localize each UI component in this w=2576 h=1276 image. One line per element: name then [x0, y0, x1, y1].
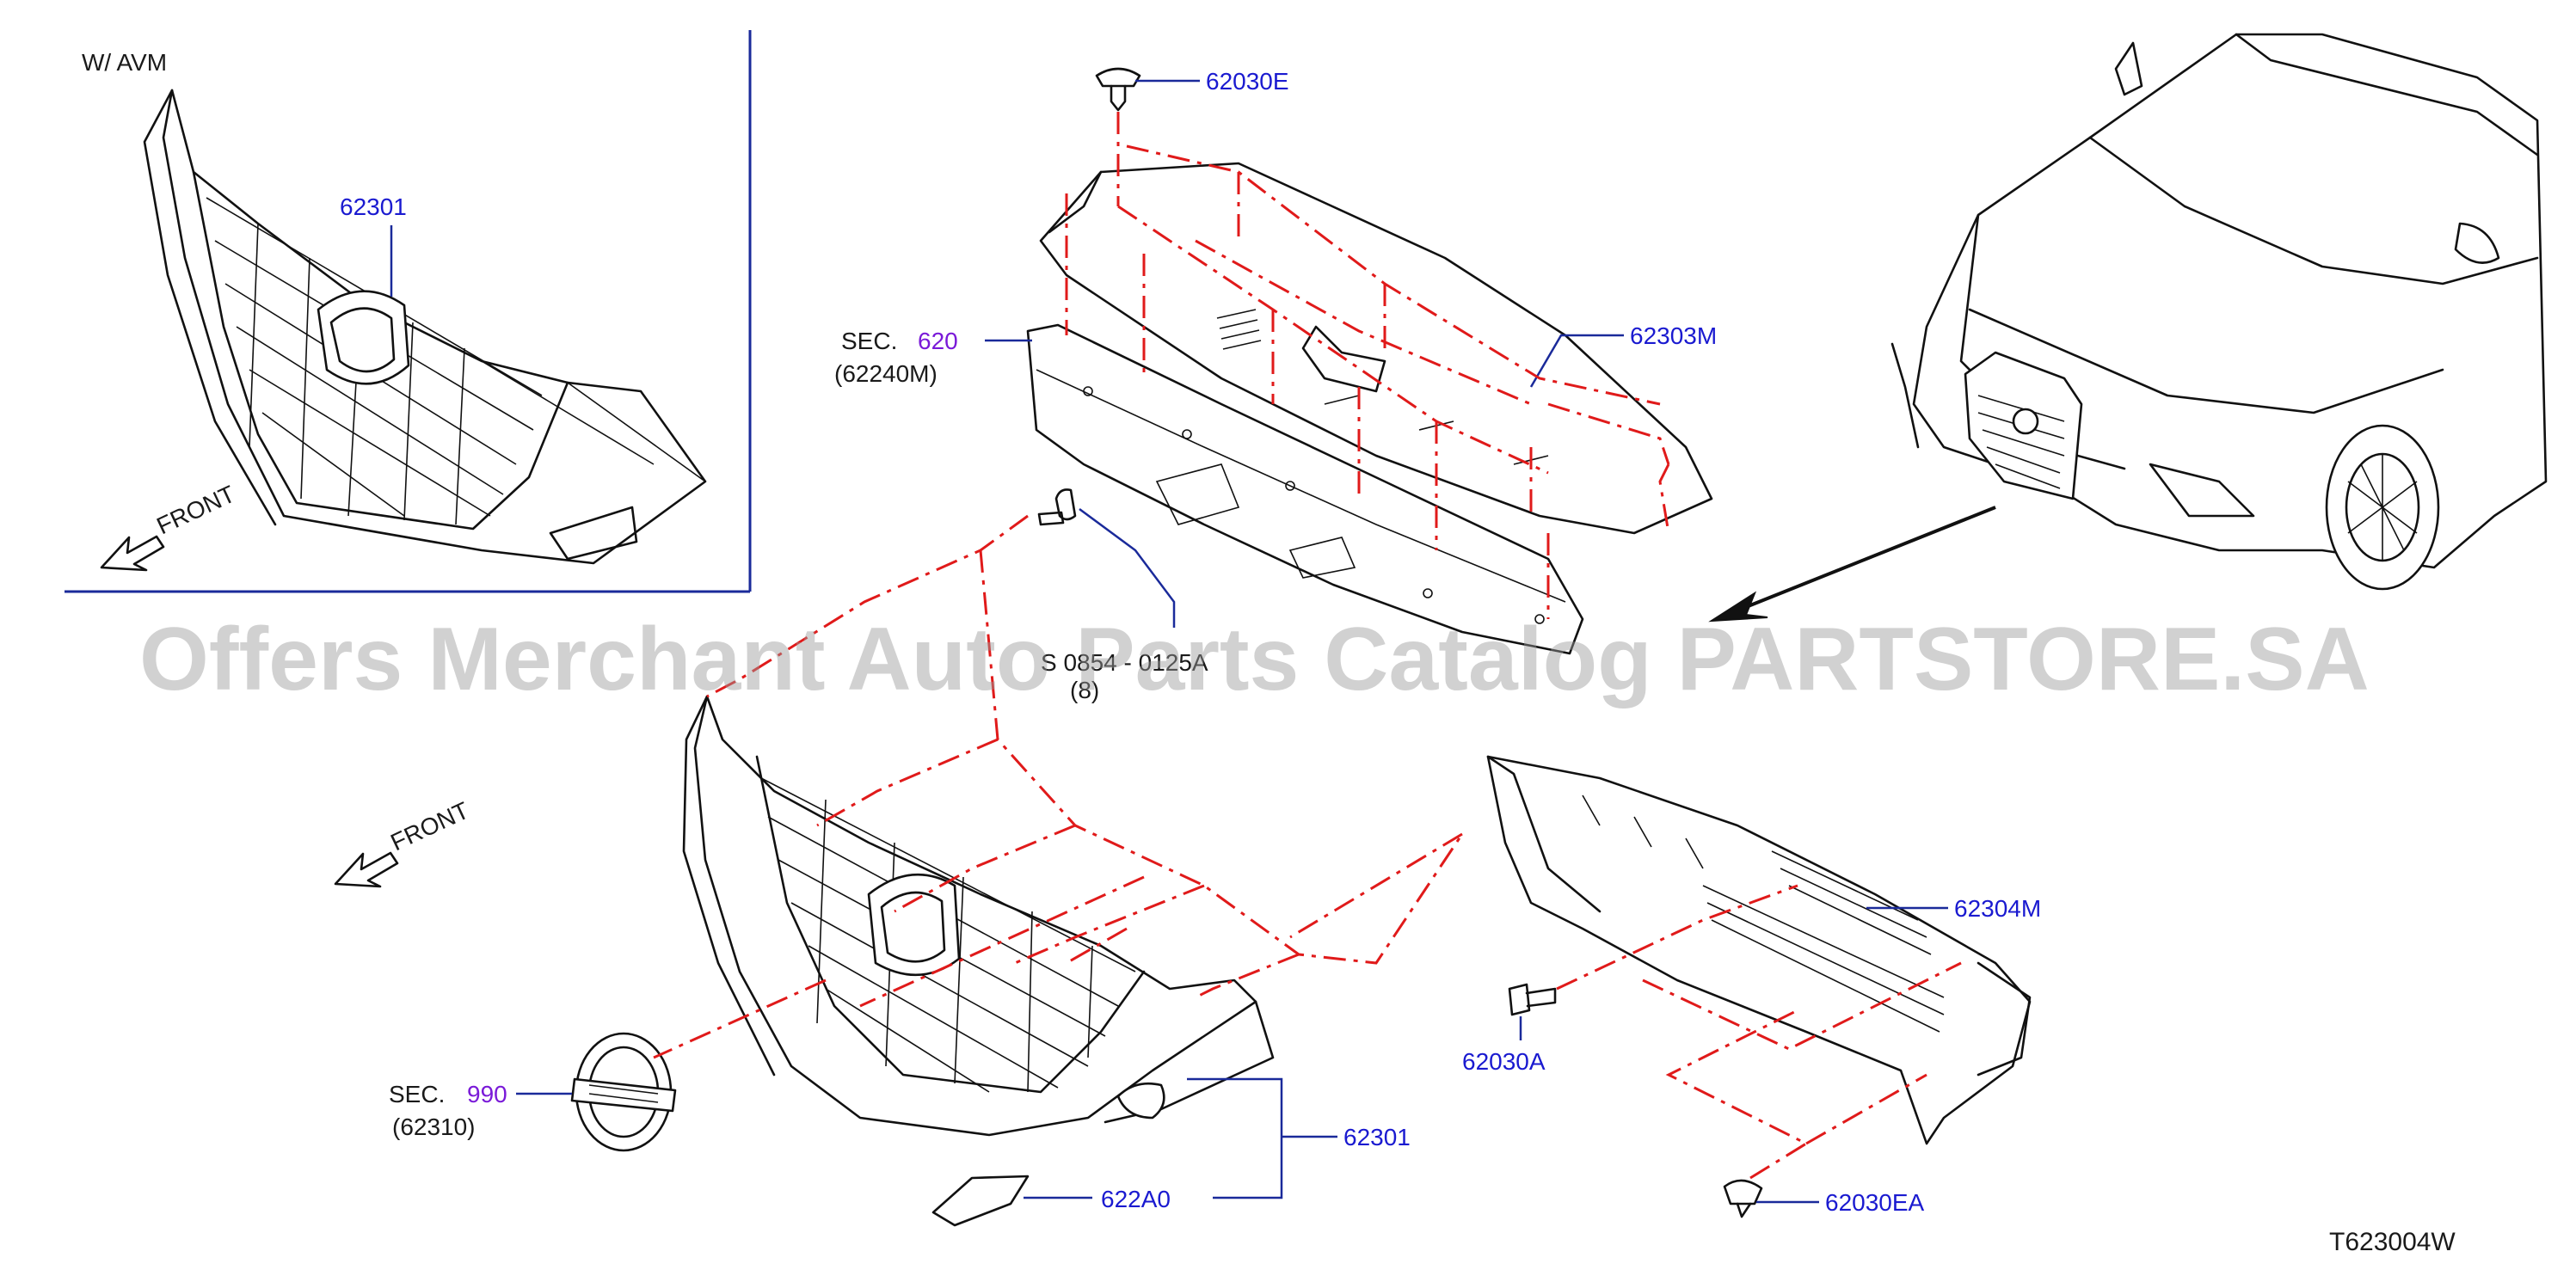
clip-62030ea-drawing — [1723, 1179, 1763, 1218]
emblem-drawing — [570, 1032, 677, 1152]
inset-front-arrow: FRONT — [100, 481, 239, 572]
main-front-arrow: FRONT — [334, 797, 473, 888]
leader-lines-lower-cover — [1556, 884, 1962, 1180]
sec-990-sub: (62310) — [392, 1113, 476, 1140]
callout-62303m: 62303M — [1630, 322, 1717, 349]
sec-990-number: 990 — [467, 1081, 507, 1107]
callout-screw-qty: (8) — [1070, 677, 1099, 703]
callout-screw: S 0854 - 0125A — [1041, 649, 1208, 676]
clip-62030a-drawing — [1508, 983, 1557, 1016]
callout-622a0: 622A0 — [1101, 1186, 1171, 1212]
main-front-label: FRONT — [386, 797, 473, 856]
callout-62304m: 62304M — [1954, 895, 2041, 922]
clip-62030e-drawing — [1095, 67, 1141, 112]
callout-62030e: 62030E — [1206, 68, 1289, 95]
diagram-code: T623004W — [2329, 1228, 2456, 1256]
inset-title: W/ AVM — [82, 49, 167, 76]
inset-grille-drawing — [143, 89, 707, 565]
radiator-support-panel-drawing — [1026, 323, 1584, 655]
sec-620-prefix: SEC. — [841, 328, 897, 354]
main-grille-drawing — [682, 695, 1275, 1137]
cap-622a0-drawing — [931, 1175, 1030, 1227]
inset-panel: W/ AVM 62301 FRONT — [65, 30, 752, 593]
sec-620-sub: (62240M) — [834, 360, 938, 387]
callout-62030a: 62030A — [1462, 1048, 1546, 1075]
callout-62301: 62301 — [1343, 1124, 1411, 1150]
sec-620-number: 620 — [918, 328, 958, 354]
sec-990-prefix: SEC. — [389, 1081, 445, 1107]
lower-cover-drawing — [1486, 755, 2032, 1145]
leader-lines-upper — [1065, 112, 1670, 619]
leader-lines-grille — [653, 514, 1464, 1059]
inset-part-label: 62301 — [340, 193, 407, 220]
screw-drawing — [1037, 488, 1077, 526]
locator-arrow — [1708, 506, 1996, 623]
inset-front-label: FRONT — [152, 481, 239, 540]
vehicle-illustration — [1891, 33, 2548, 591]
upper-cover-drawing — [1039, 162, 1713, 535]
callout-62030ea: 62030EA — [1825, 1189, 1925, 1216]
watermark: Offers Merchant Auto Parts Catalog PARTS… — [139, 610, 2370, 709]
